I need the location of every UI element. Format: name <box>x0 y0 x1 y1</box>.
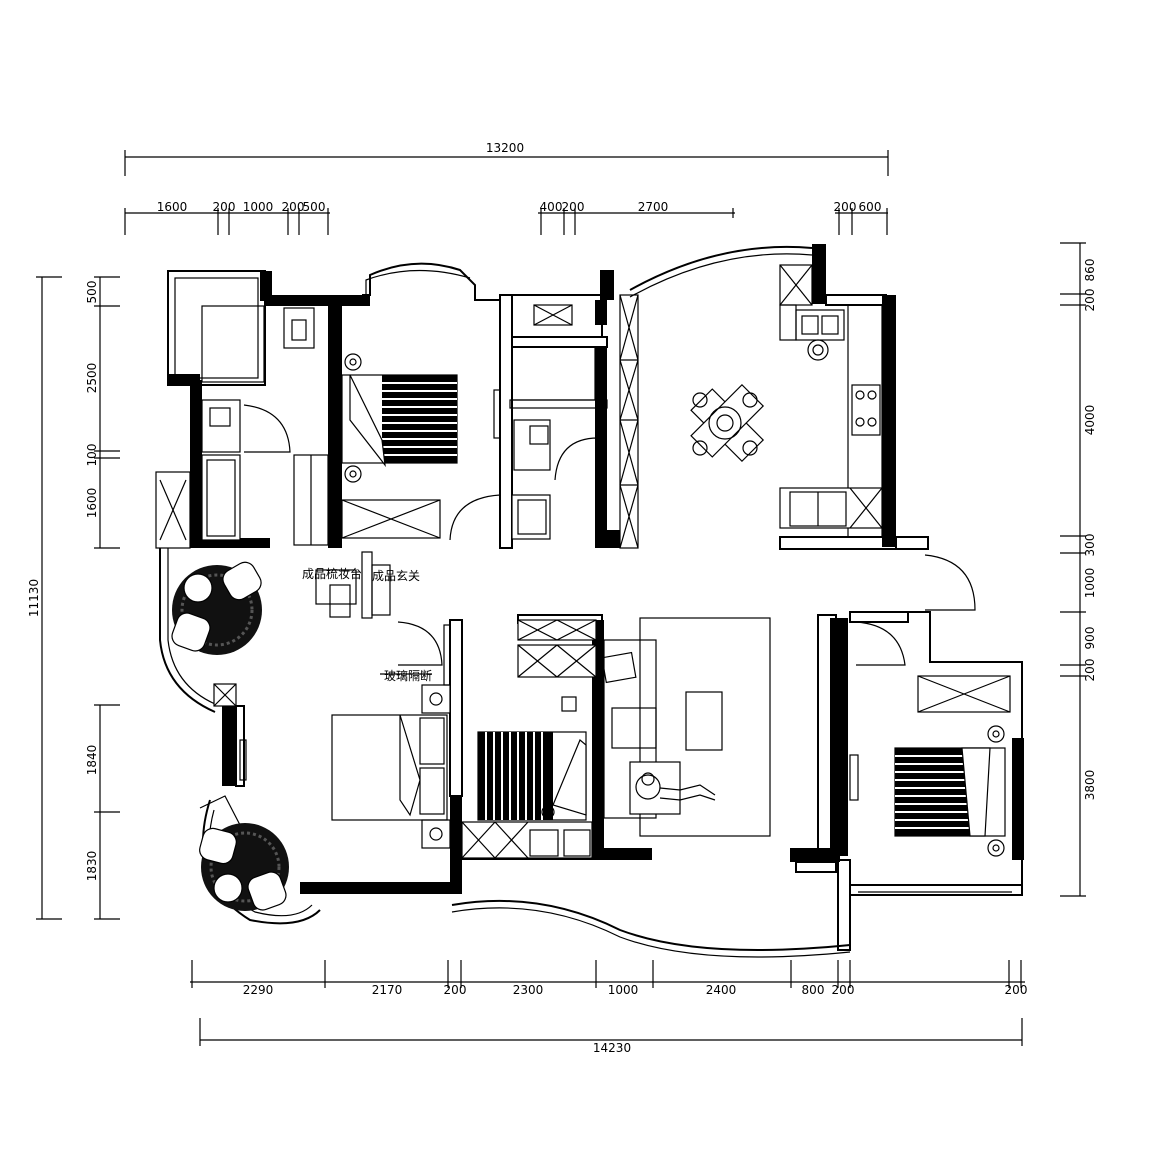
furniture <box>171 353 1006 911</box>
dim-bottom-3: 200 <box>444 983 467 997</box>
dim-right-6: 900 <box>1083 627 1097 650</box>
dim-right-8: 3800 <box>1083 770 1097 801</box>
dining-table <box>690 383 765 463</box>
dim-top-8: 2700 <box>638 200 669 214</box>
dim-bottom-8: 200 <box>832 983 855 997</box>
person-icon <box>629 761 716 815</box>
dim-top-2: 200 <box>213 200 236 214</box>
round-table-top <box>171 561 262 655</box>
cabinets <box>201 264 1011 859</box>
dim-bottom-2: 2170 <box>372 983 403 997</box>
dim-top-5: 500 <box>303 200 326 214</box>
dim-top-total: 13200 <box>486 141 524 155</box>
dim-left-4: 1600 <box>85 488 99 519</box>
dim-right-4: 300 <box>1083 534 1097 557</box>
dim-left-3: 100 <box>85 444 99 467</box>
bed-hatch-1 <box>382 375 457 463</box>
dim-top-10: 600 <box>859 200 882 214</box>
dim-left-1: 500 <box>85 281 99 304</box>
dim-right-2: 200 <box>1083 289 1097 312</box>
dim-top-9: 200 <box>834 200 857 214</box>
dim-bottom-5: 1000 <box>608 983 639 997</box>
label-glass-partition: 玻璃隔断 <box>384 668 432 683</box>
dim-left-5: 1840 <box>85 745 99 776</box>
dim-right-1: 860 <box>1083 259 1097 282</box>
dim-bottom-1: 2290 <box>243 983 274 997</box>
dim-bottom-4: 2300 <box>513 983 544 997</box>
dim-left-6: 1830 <box>85 851 99 882</box>
label-entry: 成品玄关 <box>372 568 420 583</box>
dim-bottom-9: 200 <box>1005 983 1028 997</box>
dim-top-6: 400 <box>540 200 563 214</box>
dim-top-3: 1000 <box>243 200 274 214</box>
dim-right-5: 1000 <box>1083 568 1097 599</box>
dimension-lines: 13200 1600 200 1000 200 500 400 200 2700… <box>27 141 1097 1055</box>
round-table-bottom <box>199 823 289 911</box>
room-labels: 成品梳妆台 成品玄关 玻璃隔断 <box>302 566 432 683</box>
dim-top-7: 200 <box>562 200 585 214</box>
dim-left-total: 11130 <box>27 579 41 617</box>
dim-left-2: 2500 <box>85 363 99 394</box>
dim-bottom-6: 2400 <box>706 983 737 997</box>
label-vanity: 成品梳妆台 <box>302 566 362 581</box>
dim-bottom-7: 800 <box>802 983 825 997</box>
dim-bottom-total: 14230 <box>593 1041 631 1055</box>
dim-top-4: 200 <box>282 200 305 214</box>
dim-right-7: 200 <box>1083 659 1097 682</box>
dim-right-3: 4000 <box>1083 405 1097 436</box>
doors <box>199 404 976 826</box>
dim-top-1: 1600 <box>157 200 188 214</box>
